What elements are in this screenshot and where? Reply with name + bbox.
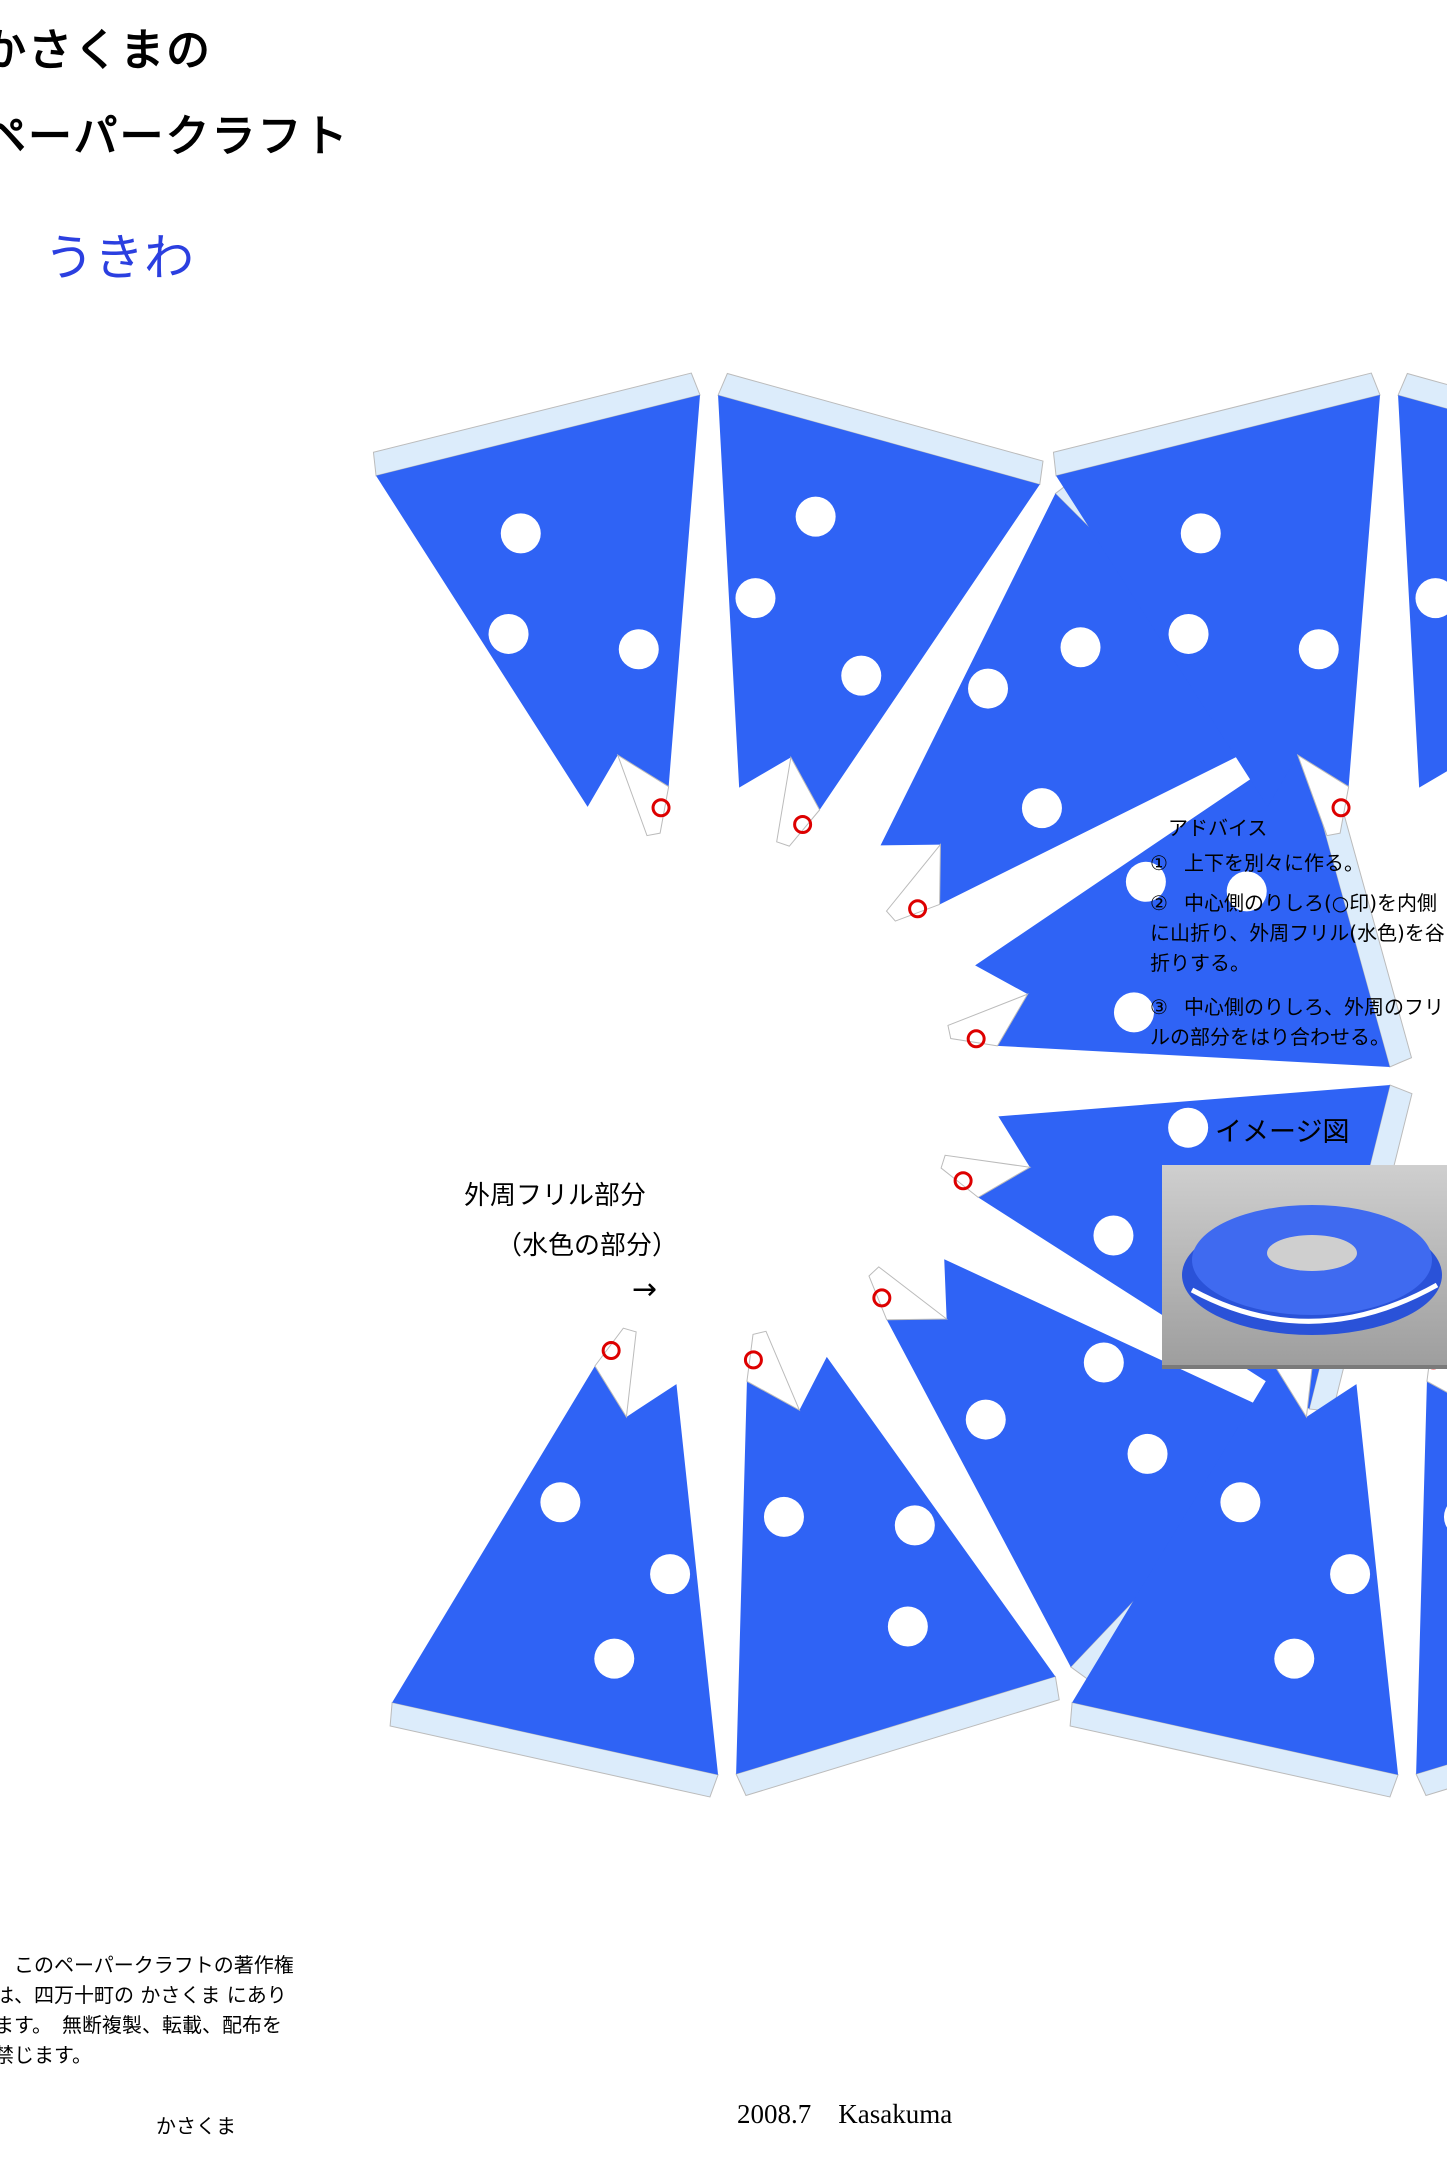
- right-ring-pattern: [1052, 372, 1447, 1798]
- polka-dot: [1127, 1433, 1168, 1474]
- polka-dot: [968, 668, 1009, 709]
- glue-tab: [776, 755, 821, 847]
- copyright-notice: このペーパークラフトの著作権は、四万十町の かさくま にあります。 無断複製、転…: [0, 1953, 294, 2067]
- blue-panel: [718, 395, 1040, 810]
- polka-dot: [1220, 1482, 1261, 1523]
- blue-panel: [376, 395, 700, 807]
- polka-dot: [1443, 1506, 1447, 1528]
- glue-tab: [868, 1266, 949, 1321]
- polka-dot: [965, 1399, 1006, 1440]
- glue-marker-icon: [966, 1029, 986, 1049]
- blue-panel: [392, 1366, 719, 1775]
- polka-dot: [763, 1496, 804, 1537]
- advice-item-1: ① 上下を別々に作る。: [1150, 848, 1447, 878]
- polka-dot: [1180, 513, 1221, 554]
- frill-strip: [389, 1701, 719, 1798]
- title-line-2: ペーパークラフト: [0, 111, 350, 162]
- frill-strip: [1397, 372, 1447, 410]
- advice-number: ③: [1150, 995, 1168, 1019]
- glue-marker-icon: [953, 1171, 973, 1191]
- copyright-author: かさくま: [156, 2114, 236, 2138]
- polka-dot: [1274, 1638, 1315, 1679]
- polka-dot: [540, 1482, 581, 1523]
- polka-dot: [1060, 627, 1101, 668]
- date-signature: 2008.7 Kasakuma: [737, 2099, 953, 2129]
- polka-dot: [594, 1638, 635, 1679]
- polka-dot: [650, 1554, 691, 1595]
- frill-strip: [1415, 1764, 1447, 1797]
- glue-tab: [940, 1154, 1032, 1198]
- polka-dot: [488, 613, 529, 654]
- glue-marker-icon: [651, 798, 671, 818]
- glue-tab: [594, 1327, 637, 1419]
- advice-text: 上下を別々に作る。: [1184, 851, 1364, 875]
- frill-strip: [1069, 1701, 1399, 1798]
- float-ring-image: [1182, 1205, 1442, 1335]
- polka-dot: [1125, 861, 1166, 902]
- polka-dot: [1168, 1107, 1209, 1148]
- title-line-1: かさくまの: [0, 25, 212, 76]
- blue-panel: [975, 745, 1390, 1067]
- glue-marker-icon: [601, 1341, 621, 1361]
- polka-dot: [500, 513, 541, 554]
- polka-dot: [795, 496, 836, 537]
- glue-tab: [885, 843, 941, 922]
- glue-marker-icon: [908, 899, 928, 919]
- blue-panel: [880, 493, 1292, 905]
- blue-panel: [886, 1259, 1301, 1667]
- frill-strip: [1052, 372, 1381, 477]
- subtitle-ukiwa: うきわ: [44, 229, 194, 287]
- polka-dot: [735, 578, 776, 619]
- polka-dot: [1113, 992, 1154, 1033]
- polka-dot: [894, 1505, 935, 1546]
- glue-tab: [746, 1330, 801, 1412]
- blue-panel: [1056, 395, 1380, 807]
- polka-dot: [1226, 871, 1267, 912]
- advice-number: ②: [1150, 891, 1168, 915]
- polka-dot: [1415, 578, 1447, 619]
- advice-text: 中心側のりしろ、外周のフリルの部分をはり合わせる。: [1150, 995, 1444, 1049]
- polka-dot: [1093, 1215, 1134, 1256]
- frill-strip: [735, 1675, 1060, 1797]
- polka-dot: [1330, 1554, 1371, 1595]
- glue-marker-icon: [1331, 798, 1351, 818]
- frill-sublabel: （水色の部分）: [496, 1231, 679, 1261]
- glue-tab: [947, 993, 1029, 1047]
- glue-marker-icon: [743, 1350, 763, 1370]
- frill-arrow: →: [632, 1272, 658, 1307]
- blue-panel: [736, 1356, 1056, 1775]
- polka-dot: [1083, 1342, 1124, 1383]
- polka-dot: [618, 629, 659, 670]
- advice-heading: アドバイス: [1168, 816, 1268, 840]
- polka-dot: [1298, 629, 1339, 670]
- image-diagram: [1162, 1165, 1447, 1369]
- frill-strip: [717, 372, 1044, 486]
- kasakuma-watermark: Kasakuma: [1151, 1990, 1278, 2104]
- polka-dot: [887, 1606, 928, 1647]
- blue-panel: [1416, 1381, 1447, 1775]
- polka-dot: [1021, 788, 1062, 829]
- glue-marker-icon: [793, 814, 813, 834]
- glue-marker-icon: [872, 1288, 892, 1308]
- image-diagram-label: イメージ図: [1215, 1117, 1350, 1148]
- blue-panel: [1072, 1366, 1399, 1775]
- frill-label: 外周フリル部分: [464, 1181, 647, 1211]
- polka-dot: [1168, 613, 1209, 654]
- polka-dot: [841, 655, 882, 696]
- advice-text: 中心側のりしろ(○印)を内側に山折り、外周フリル(水色)を谷折りする。: [1150, 891, 1445, 975]
- advice-number: ①: [1150, 851, 1168, 875]
